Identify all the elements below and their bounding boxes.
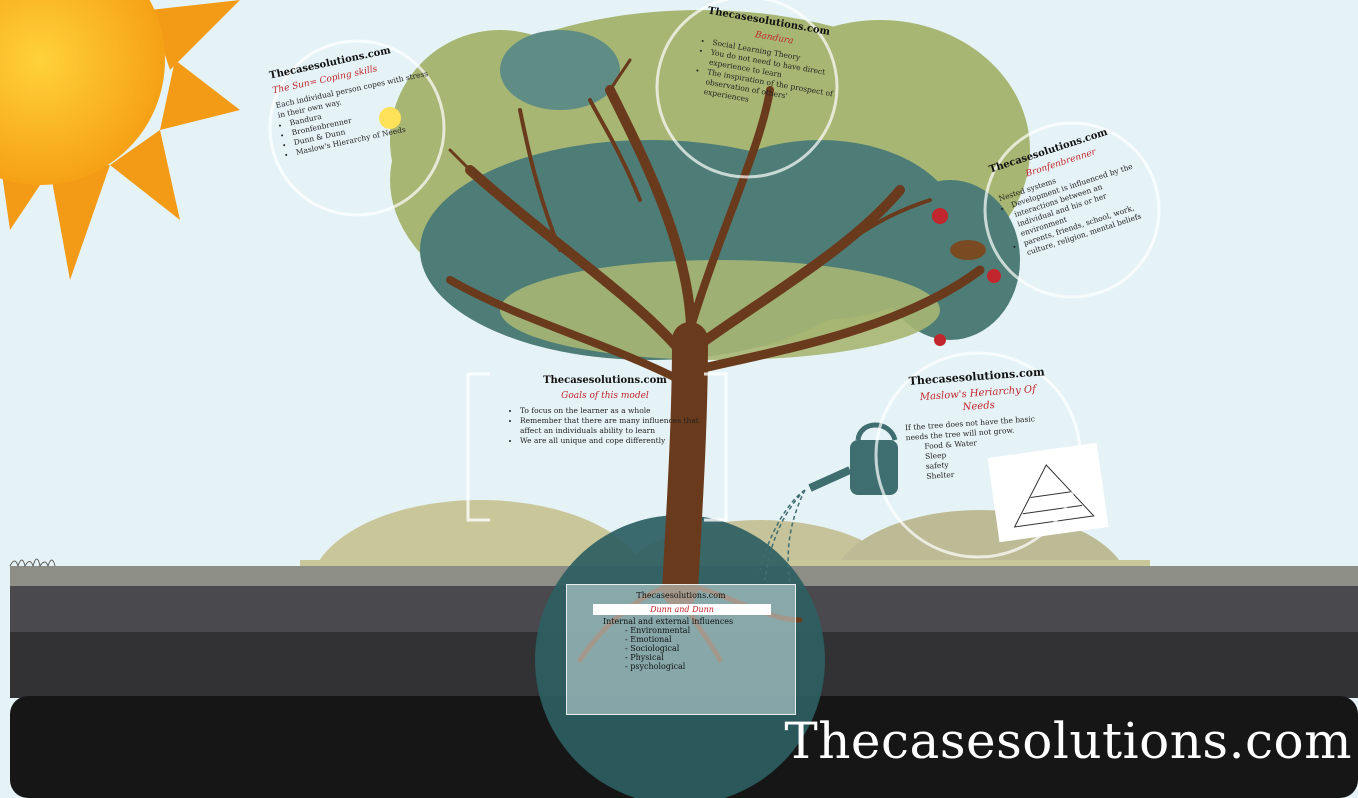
watering-can-icon: [759, 422, 898, 586]
list-item: psychological: [625, 662, 795, 671]
tree-canopy: [390, 10, 1030, 360]
goals-brand: Thecasesolutions.com: [543, 375, 667, 386]
dunn-list: Environmental Emotional Sociological Phy…: [625, 626, 795, 671]
dunn-title: Dunn and Dunn: [593, 604, 771, 615]
goals-bubble[interactable]: Thecasesolutions.com Goals of this model…: [510, 374, 700, 446]
list-item: Remember that there are many influences …: [520, 416, 700, 436]
goals-title: Goals of this model: [561, 390, 649, 401]
dunn-intro: Internal and external influences: [603, 617, 734, 626]
list-item: Emotional: [625, 635, 795, 644]
nest-icon: [950, 240, 986, 260]
apple-icon: [932, 208, 948, 224]
apple-icon: [934, 334, 946, 346]
list-item: Sociological: [625, 644, 795, 653]
list-item: To focus on the learner as a whole: [520, 406, 700, 416]
goals-bracket-frame: [466, 372, 728, 522]
list-item: Physical: [625, 653, 795, 662]
list-item: Environmental: [625, 626, 795, 635]
sun-icon: [0, 0, 240, 280]
goals-list: To focus on the learner as a whole Remem…: [510, 406, 700, 447]
tree-trunk: [446, 58, 985, 608]
maslow-bubble[interactable]: Thecasesolutions.com Maslow's Heriarchy …: [901, 365, 1058, 484]
apple-icon: [987, 269, 1001, 283]
dunn-brand: Thecasesolutions.com: [636, 591, 726, 600]
footer-brand: Thecasesolutions.com: [784, 712, 1352, 770]
frame-circles: [268, 0, 1161, 559]
dunn-and-dunn-box[interactable]: Thecasesolutions.com Dunn and Dunn Inter…: [566, 584, 796, 715]
list-item: We are all unique and cope differently: [520, 436, 700, 446]
smiley-icon: [379, 107, 401, 129]
